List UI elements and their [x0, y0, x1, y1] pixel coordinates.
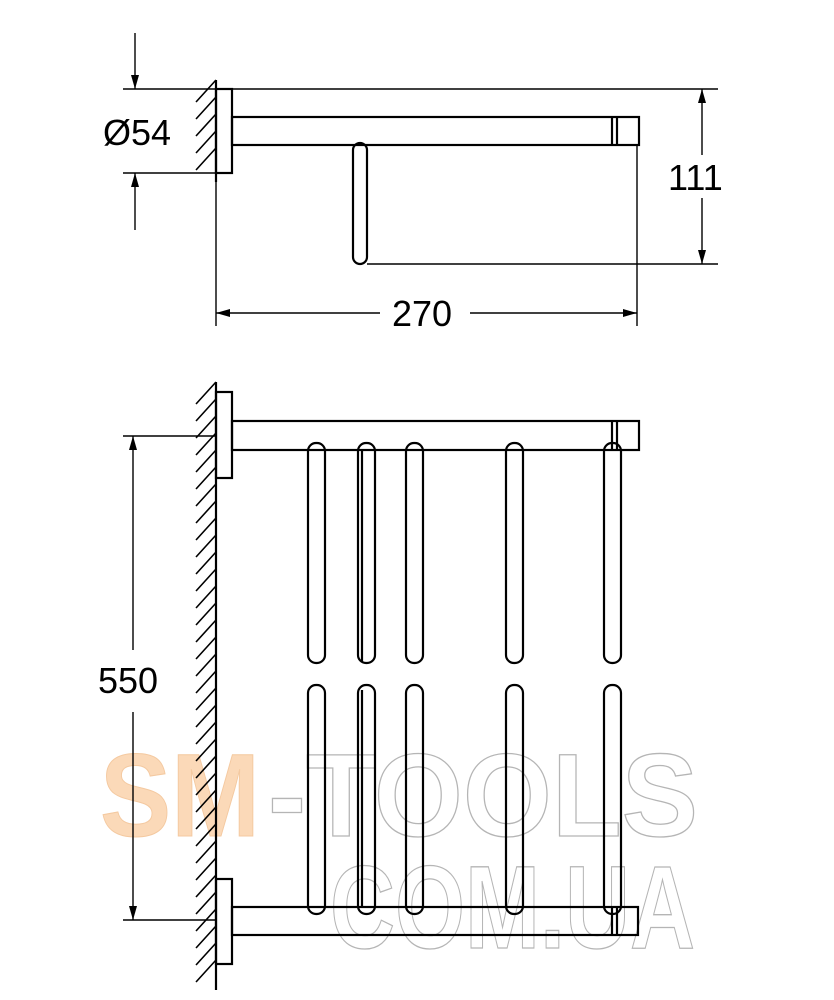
wall-hatch-top	[195, 79, 217, 171]
rod-lower	[404, 683, 425, 916]
hatch-line	[195, 823, 217, 847]
hatch-line	[195, 806, 217, 830]
hatch-line	[195, 602, 217, 626]
rod-upper	[404, 441, 425, 665]
hatch-line	[195, 585, 217, 609]
hatch-line	[195, 500, 217, 524]
hatch-line	[195, 687, 217, 711]
length-label: 270	[392, 293, 452, 334]
hatch-line	[195, 959, 217, 983]
hatch-line	[195, 568, 217, 592]
hatch-line	[195, 517, 217, 541]
hatch-line	[195, 857, 217, 881]
watermark-brand: SM	[100, 730, 260, 862]
rod-lower	[504, 683, 525, 916]
height-label: 550	[98, 660, 158, 701]
hatch-line	[195, 113, 217, 137]
top-flange	[214, 390, 234, 480]
hatch-line	[195, 619, 217, 643]
rod-upper	[306, 441, 327, 665]
rod-upper	[602, 441, 623, 665]
hatch-line	[195, 891, 217, 915]
bottom-rail	[230, 905, 640, 937]
hatch-line	[195, 942, 217, 966]
hatch-line	[195, 96, 217, 120]
front-view: 550	[98, 381, 641, 990]
hatch-line	[195, 449, 217, 473]
bottom-flange	[214, 877, 234, 966]
hatch-line	[195, 636, 217, 660]
rod-lower	[356, 683, 377, 916]
rail-bar	[230, 115, 641, 147]
watermark: SM -TOOLS COM.UA	[100, 729, 699, 974]
hatch-line	[195, 670, 217, 694]
rod-lower	[306, 683, 327, 916]
hatch-line	[195, 483, 217, 507]
hatch-line	[195, 466, 217, 490]
hatch-line	[195, 79, 217, 103]
wall-hatch-front	[195, 381, 217, 983]
hatch-line	[195, 130, 217, 154]
diameter-label: Ø54	[103, 112, 171, 153]
hatch-line	[195, 925, 217, 949]
wall-flange	[214, 87, 234, 175]
hatch-line	[195, 738, 217, 762]
top-view: Ø54 111 270	[103, 33, 723, 334]
rod-upper	[504, 441, 525, 665]
hatch-line	[195, 772, 217, 796]
rod-upper	[356, 441, 377, 665]
watermark-tools: -TOOLS	[268, 730, 698, 862]
hatch-line	[195, 398, 217, 422]
hanging-rods	[306, 441, 623, 916]
hatch-line	[195, 415, 217, 439]
top-rail	[230, 419, 641, 452]
hatch-line	[195, 789, 217, 813]
hatch-line	[195, 381, 217, 405]
hatch-line	[195, 551, 217, 575]
depth-label: 111	[668, 157, 723, 198]
hatch-line	[195, 874, 217, 898]
hatch-line	[195, 840, 217, 864]
hatch-line	[195, 653, 217, 677]
hanger-rod	[351, 141, 369, 266]
hatch-line	[195, 721, 217, 745]
rod-lower	[602, 683, 623, 916]
hatch-line	[195, 534, 217, 558]
hatch-line	[195, 704, 217, 728]
hatch-line	[195, 147, 217, 171]
hatch-line	[195, 755, 217, 779]
